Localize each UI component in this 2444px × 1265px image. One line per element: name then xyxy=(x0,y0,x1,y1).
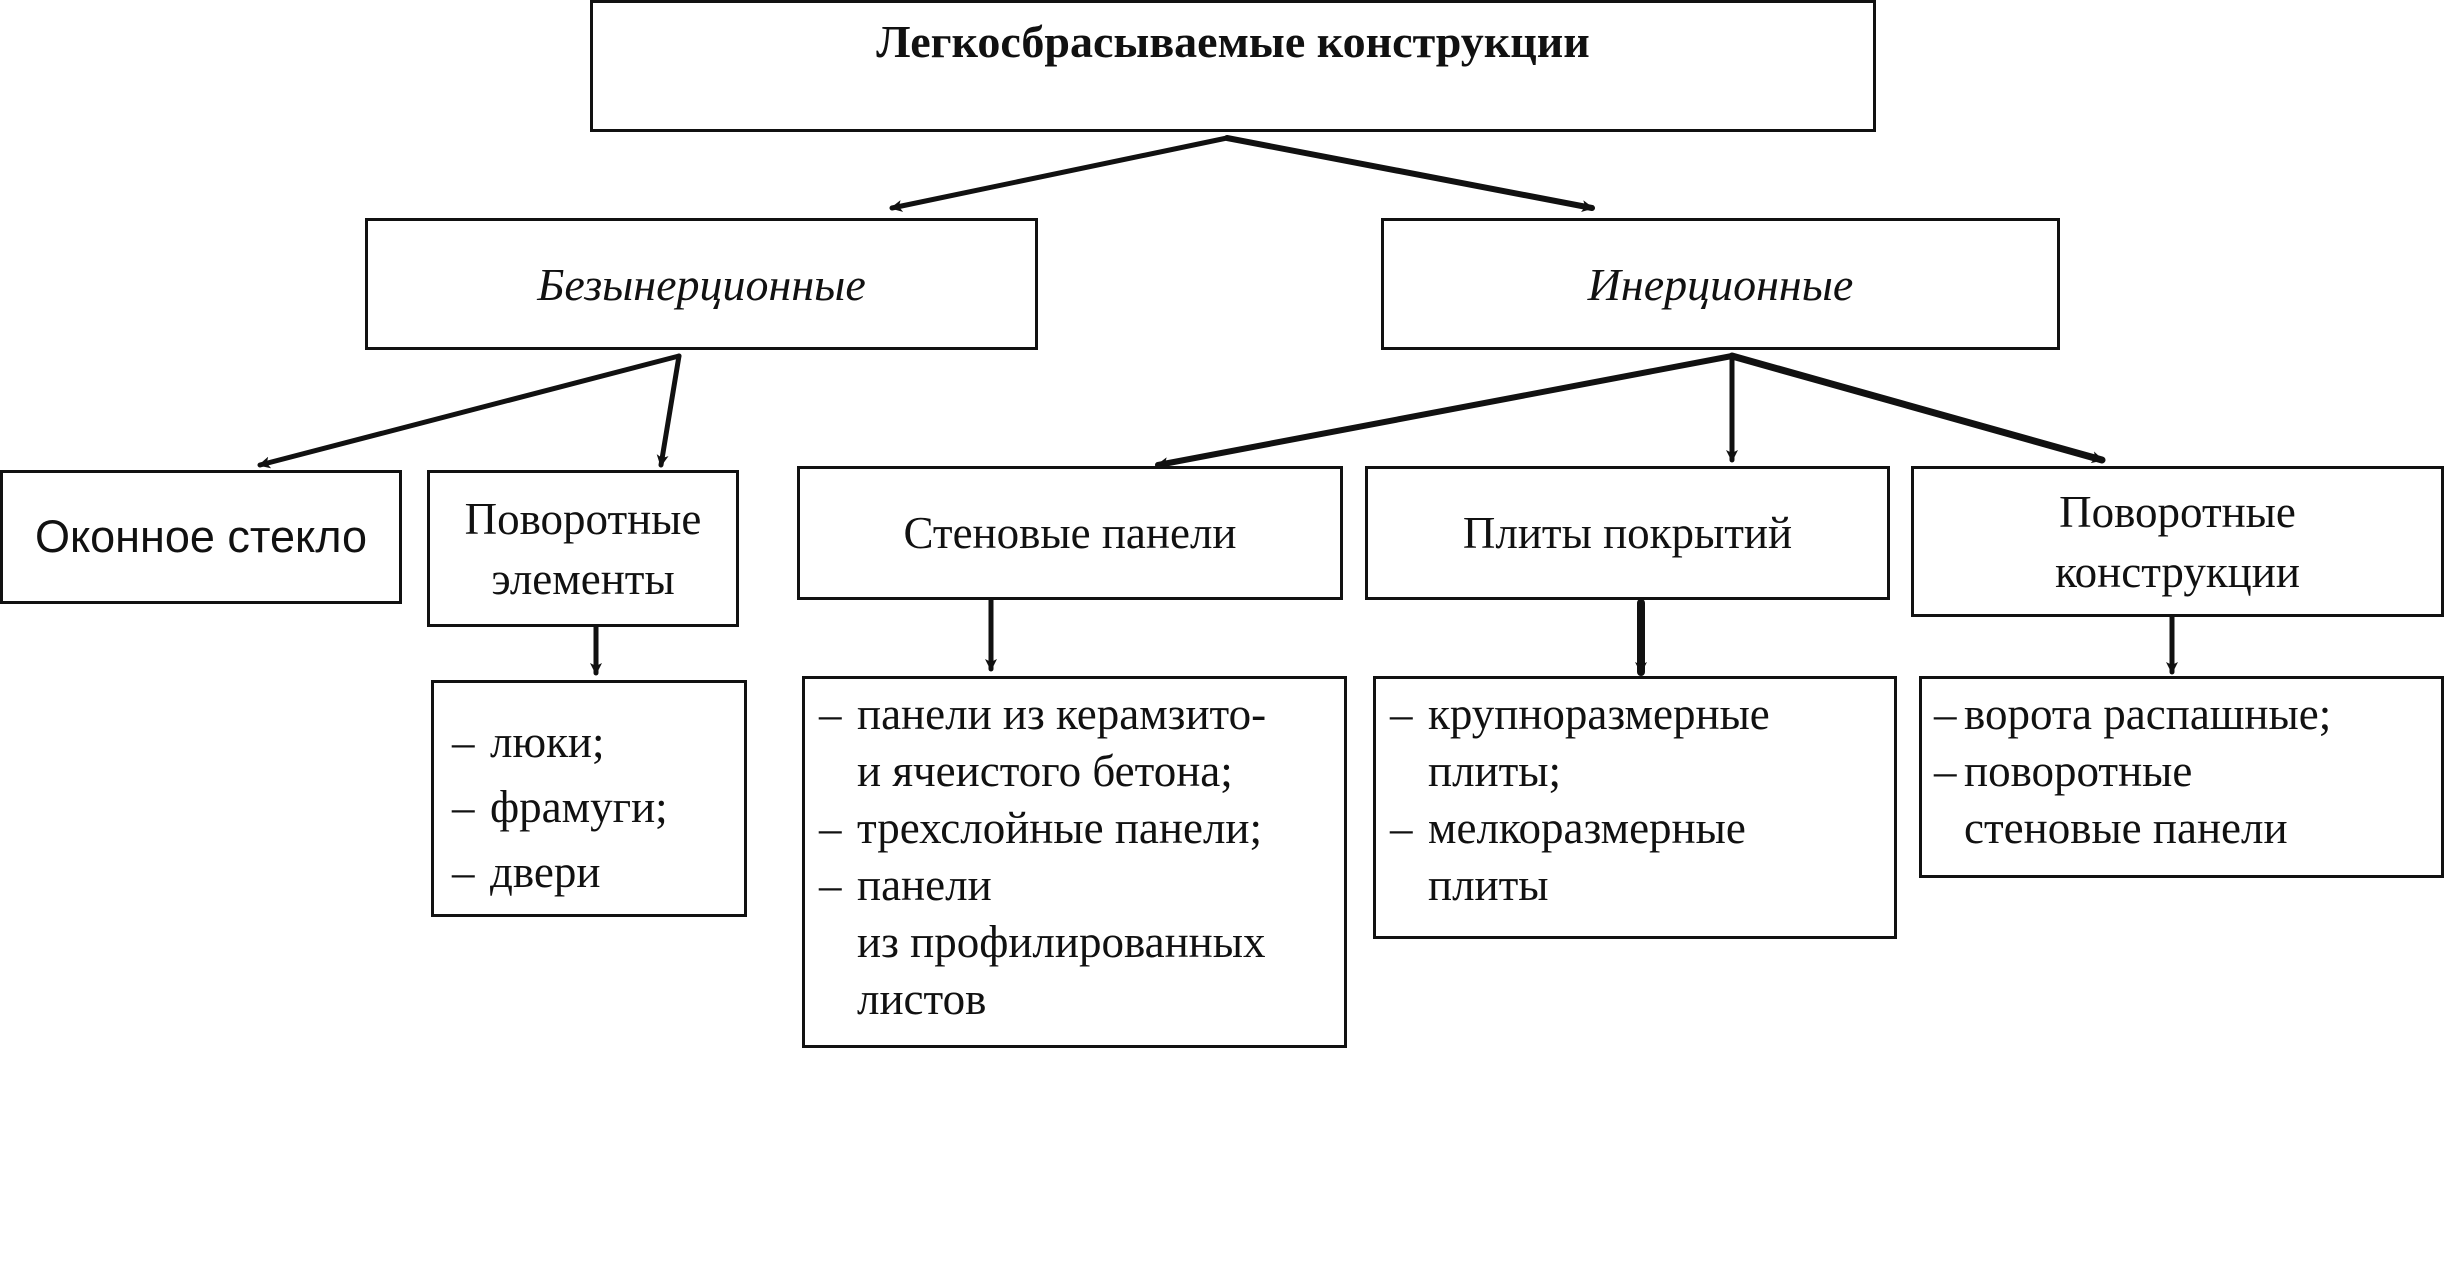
node-roof-slabs-label: Плиты покрытий xyxy=(1462,508,1793,558)
category-inertial-label: Инерционные xyxy=(1587,258,1854,310)
node-wall-panels: Стеновые панели xyxy=(797,466,1343,600)
arrow-inertial-to-rotary-structures xyxy=(1728,352,2106,464)
category-inertial: Инерционные xyxy=(1381,218,2060,350)
list-box-rotary-elements: люки; фрамуги; двери xyxy=(431,680,747,917)
list-item: панели из керамзито- и ячеистого бетона; xyxy=(815,686,1344,800)
node-rotary-elements-line-2: элементы xyxy=(491,553,675,604)
list-item-text: люки; xyxy=(490,717,605,767)
list-item-line: и ячеистого бетона; xyxy=(857,746,1233,796)
root-node: Легкосбрасываемые конструкции xyxy=(590,0,1876,132)
list-item-line: листов xyxy=(857,974,987,1024)
node-rotary-structures-line-1: Поворотные xyxy=(2059,486,2296,537)
node-rotary-structures: Поворотные конструкции xyxy=(1911,466,2444,617)
wall-panels-list: панели из керамзито- и ячеистого бетона;… xyxy=(815,686,1344,1028)
list-item-line: панели xyxy=(857,860,992,910)
list-item: люки; xyxy=(448,710,744,775)
list-item: панели из профилированных листов xyxy=(815,857,1344,1028)
node-window-glass: Оконное стекло xyxy=(0,470,402,604)
list-item-line: плиты; xyxy=(1428,746,1562,796)
rotary-elements-list: люки; фрамуги; двери xyxy=(448,710,744,905)
root-label: Легкосбрасываемые конструкции xyxy=(876,16,1590,67)
node-rotary-elements-line-1: Поворотные xyxy=(464,493,702,544)
list-item-line: ворота распашные; xyxy=(1964,689,2332,739)
list-item-line: трехслойные панели; xyxy=(857,803,1262,853)
list-item-text: двери xyxy=(490,847,601,897)
node-roof-slabs: Плиты покрытий xyxy=(1365,466,1890,600)
list-item: поворотные стеновые панели xyxy=(1932,743,2441,857)
list-item: двери xyxy=(448,840,744,905)
arrow-root-to-inertial xyxy=(1224,135,1595,213)
list-item-line: плиты xyxy=(1428,860,1549,910)
node-rotary-elements: Поворотные элементы xyxy=(427,470,739,627)
category-non-inertial-label: Безынерционные xyxy=(537,258,866,310)
list-item-line: стеновые панели xyxy=(1964,803,2288,853)
list-item: трехслойные панели; xyxy=(815,800,1344,857)
list-item: фрамуги; xyxy=(448,775,744,840)
list-item: мелкоразмерные плиты xyxy=(1386,800,1894,914)
list-item-line: поворотные xyxy=(1964,746,2193,796)
node-wall-panels-label: Стеновые панели xyxy=(903,508,1237,558)
category-non-inertial: Безынерционные xyxy=(365,218,1038,350)
list-item-line: из профилированных xyxy=(857,917,1266,967)
list-item: крупноразмерные плиты; xyxy=(1386,686,1894,800)
node-window-glass-label: Оконное стекло xyxy=(34,511,368,562)
arrow-root-to-non-inertial xyxy=(889,135,1230,212)
arrow-non-inertial-to-rotary-elements xyxy=(656,353,682,468)
list-box-rotary-structures: ворота распашные; поворотные стеновые па… xyxy=(1919,676,2444,878)
list-box-wall-panels: панели из керамзито- и ячеистого бетона;… xyxy=(802,676,1347,1048)
node-rotary-structures-line-2: конструкции xyxy=(2055,546,2300,597)
list-item-text: фрамуги; xyxy=(490,782,668,832)
list-box-roof-slabs: крупноразмерные плиты; мелкоразмерные пл… xyxy=(1373,676,1897,939)
arrow-inertial-to-wall-panels xyxy=(1155,353,1735,470)
list-item: ворота распашные; xyxy=(1932,686,2441,743)
arrow-non-inertial-to-window-glass xyxy=(257,353,682,469)
rotary-structures-list: ворота распашные; поворотные стеновые па… xyxy=(1932,686,2441,857)
list-item-line: мелкоразмерные xyxy=(1428,803,1746,853)
list-item-line: панели из керамзито- xyxy=(857,689,1267,739)
roof-slabs-list: крупноразмерные плиты; мелкоразмерные пл… xyxy=(1386,686,1894,914)
list-item-line: крупноразмерные xyxy=(1428,689,1770,739)
